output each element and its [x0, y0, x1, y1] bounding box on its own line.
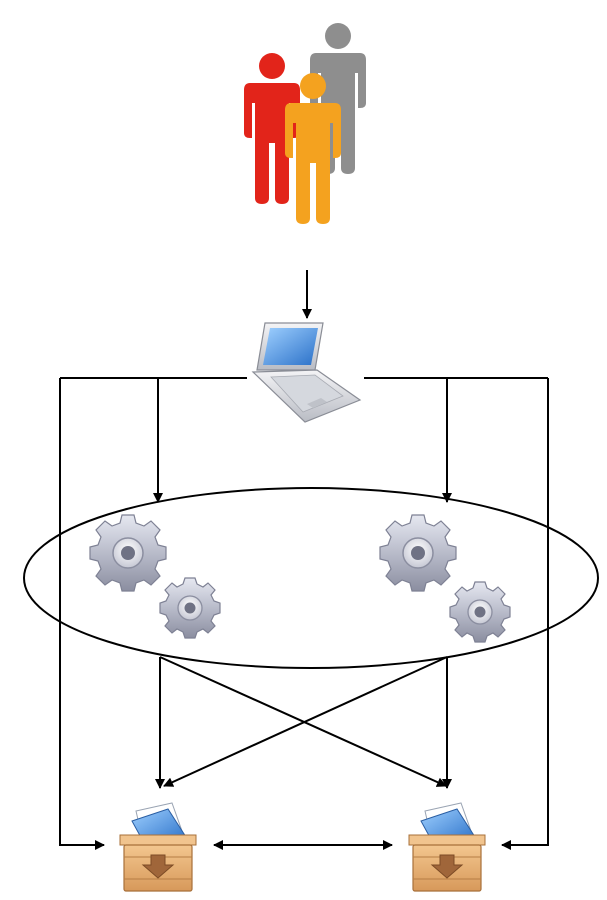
edge-gears-left-to-store-right: [159, 656, 447, 787]
laptop-icon: [251, 322, 362, 423]
package-box-right-icon: [408, 802, 486, 892]
edge-laptop-to-store-right: [501, 378, 549, 850]
edge-gears-right-to-store-left: [163, 656, 448, 787]
package-box-left-icon: [119, 802, 197, 892]
gears-right-icon: [379, 514, 511, 643]
service-cluster-ellipse: [23, 487, 599, 669]
gears-left-icon: [89, 514, 221, 639]
connectors: [59, 270, 549, 850]
users-group-icon: [244, 23, 366, 224]
edge-laptop-to-store-left: [59, 378, 105, 850]
